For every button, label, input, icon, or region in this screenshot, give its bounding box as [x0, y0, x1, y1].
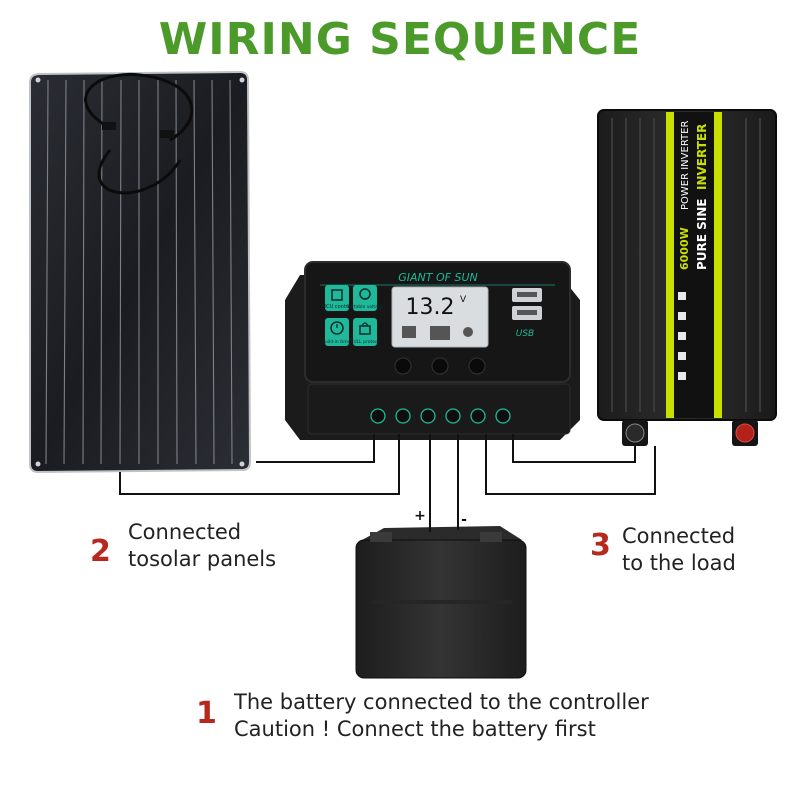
inverter-power: 6000W — [678, 227, 691, 270]
feature-label: Build-in timer — [322, 339, 353, 345]
step-2-line-2: tosolar panels — [128, 547, 277, 571]
solar-panel — [29, 70, 252, 474]
step-2-text: Connected tosolar panels — [128, 519, 276, 573]
feature-label: FULL protect — [351, 339, 380, 345]
step-3-number: 3 — [590, 528, 611, 563]
feature-label: MCU control — [322, 304, 352, 310]
step-1-line-1: The battery connected to the controller — [234, 690, 649, 714]
feature-mcu-icon: MCU control — [322, 285, 352, 311]
wires — [119, 434, 656, 532]
step-3-line-1: Connected — [622, 524, 736, 548]
page-title: WIRING SEQUENCE — [158, 14, 642, 65]
battery: + - — [355, 508, 527, 679]
step-3-text: Connected to the load — [622, 523, 736, 577]
step-1-line-2: Caution ! Connect the battery first — [234, 717, 596, 741]
usb-ports: USB — [512, 288, 542, 339]
lcd-unit: V — [460, 295, 467, 305]
lcd-voltage: 13.2 — [406, 295, 455, 320]
charge-controller: GIANT OF SUN MCU control Settable voltag… — [285, 261, 580, 440]
battery-minus: - — [461, 512, 467, 528]
step-3-line-2: to the load — [622, 551, 736, 575]
feature-label: Settable voltage — [346, 304, 383, 310]
step-2-line-1: Connected — [128, 520, 242, 544]
inverter-line2: PURE SINE — [695, 198, 709, 270]
controller-brand: GIANT OF SUN — [398, 271, 477, 284]
inverter-line1: POWER INVERTER — [680, 121, 691, 210]
step-1-number: 1 — [196, 696, 217, 731]
usb-label: USB — [516, 329, 534, 339]
feature-timer-icon: Build-in timer — [322, 318, 353, 346]
step-1-text: The battery connected to the controller … — [234, 689, 649, 743]
power-inverter: 6000W POWER INVERTER PURE SINE INVERTER — [597, 109, 777, 446]
feature-protect-icon: FULL protect — [351, 318, 380, 346]
battery-plus: + — [414, 508, 426, 524]
feature-settable-icon: Settable voltage — [346, 285, 384, 311]
step-2-number: 2 — [90, 534, 111, 569]
lcd-icons — [402, 326, 473, 340]
inverter-line3: INVERTER — [695, 124, 709, 190]
